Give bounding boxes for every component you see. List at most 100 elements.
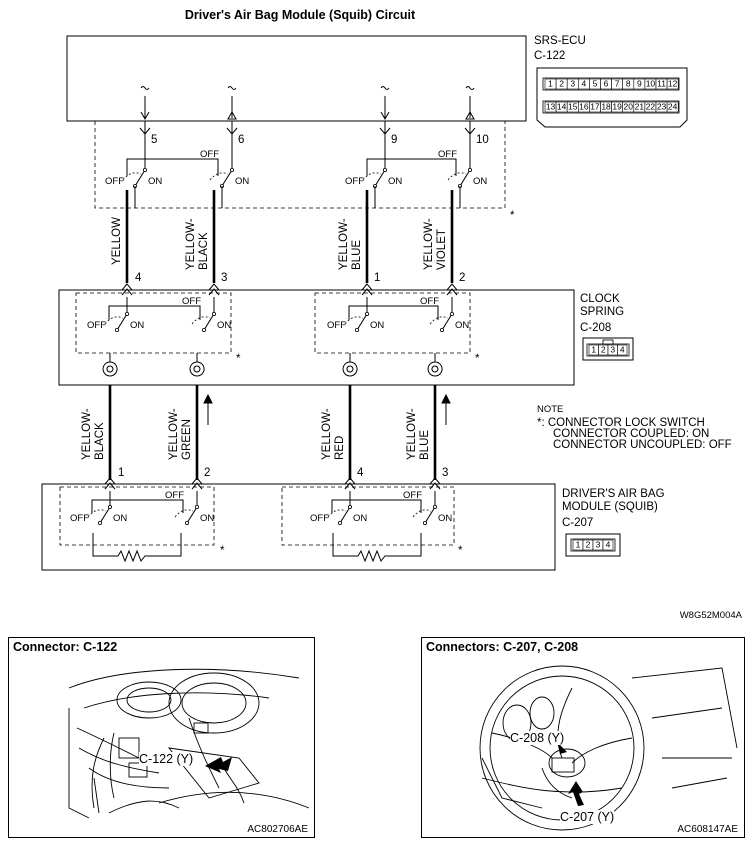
switch-contact (201, 327, 206, 332)
switch-pivot (347, 504, 352, 509)
switch-off-label: OFF (165, 490, 184, 501)
clock-spring-terminal-arrows (121, 283, 458, 296)
pin-number: 7 (615, 79, 620, 89)
squib-connector-label: C-207 (562, 517, 593, 529)
ecu-direction-symbols (140, 110, 475, 121)
photo-right-callout-c207: C-207 (Y) (560, 810, 615, 824)
note-line-1: *: CONNECTOR LOCK SWITCH (537, 417, 705, 429)
switch-pivot (382, 167, 387, 172)
switch-off-label: OFF (310, 513, 329, 524)
switch-travel-arc (174, 509, 194, 518)
wire-yellow-red-2: RED (334, 436, 346, 460)
wire-yellow-black-lower-1: YELLOW- (81, 408, 93, 460)
note-line-3: CONNECTOR UNCOUPLED: OFF (553, 439, 732, 451)
squib-module-box (41, 483, 556, 571)
switch-pivot (194, 504, 199, 509)
photo-panel-c207-c208: Connectors: C-207, C-208 C-208 (Y) C-207… (421, 637, 745, 838)
switch-travel-arc (344, 316, 364, 325)
ecu-lock-switch-enclosure (94, 121, 506, 209)
switch-blade (203, 313, 215, 331)
switch-bus-line (108, 305, 201, 320)
clock-spring-terminal-4: 4 (135, 272, 142, 284)
pin-number: 2 (559, 79, 564, 89)
pin-number: 19 (612, 102, 622, 112)
squib-terminal-1: 1 (118, 467, 124, 479)
wire-yellow-blue-lower-2: BLUE (419, 430, 431, 460)
clock-spring-terminal-1: 1 (374, 272, 380, 284)
pin-number: 9 (637, 79, 642, 89)
clock-spring-lock-enclosure-left (75, 292, 232, 354)
switch-bus-line (348, 305, 439, 320)
pin-number: 5 (593, 79, 598, 89)
switch-travel-arc (191, 316, 211, 325)
pin-number: 2 (601, 345, 606, 355)
pin-cell (666, 78, 679, 90)
pin-number: 15 (568, 102, 578, 112)
ecu-terminal-arrows (139, 121, 476, 150)
figure-code: W8G52M004A (680, 610, 743, 621)
photo-panel-c122: Connector: C-122 C-122 (Y) A (8, 637, 315, 838)
switch-on-label: ON (473, 176, 487, 187)
switch-travel-arc (429, 316, 449, 325)
wire-yellow: YELLOW (111, 217, 123, 265)
switch-blade (424, 506, 436, 524)
switch-pivot (211, 311, 216, 316)
photo-left-code: AC802706AE (247, 824, 308, 835)
switch-on-label: ON (200, 513, 214, 524)
switch-blade (99, 506, 111, 524)
switch-blade (441, 313, 453, 331)
switch-travel-arc (122, 172, 142, 181)
srs-ecu-connector-label: C-122 (534, 50, 565, 62)
switch-pivot (142, 167, 147, 172)
switch-off-label: OFF (420, 296, 439, 307)
clock-spring-label-1: CLOCK (580, 293, 620, 305)
switch-bus-line (126, 158, 219, 176)
squib-terminal-4: 4 (357, 467, 364, 479)
clock-spring-asterisk-left: * (236, 353, 241, 365)
squib-lock-enclosure-left (59, 486, 215, 546)
switch-travel-arc (209, 172, 229, 181)
pin-number: 4 (606, 540, 611, 550)
pin-number: 14 (557, 102, 567, 112)
ecu-terminal-10: 10 (476, 134, 489, 146)
pin-number: 17 (590, 102, 600, 112)
pin-number: 1 (548, 79, 553, 89)
diagram-title: Driver's Air Bag Module (Squib) Circuit (185, 8, 416, 22)
pin-number: 3 (610, 345, 615, 355)
switch-off-label: OFF (200, 149, 219, 160)
squib-asterisk-right: * (458, 545, 463, 557)
switch-pivot (108, 504, 113, 509)
switch-on-label: ON (148, 176, 162, 187)
note-line-2: CONNECTOR COUPLED: ON (553, 428, 709, 440)
pin-number: 12 (668, 79, 678, 89)
wire-yellow-green-2: GREEN (181, 419, 193, 460)
squib-label-2: MODULE (SQUIB) (562, 501, 658, 513)
pin-number: 23 (657, 102, 667, 112)
photo-left-title: Connector: C-122 (13, 640, 118, 654)
squib-asterisk-left: * (220, 545, 225, 557)
switch-off-label: OFF (87, 320, 106, 331)
switch-pivot (364, 311, 369, 316)
current-direction-arrows (203, 393, 451, 425)
upper-wire-harness (125, 190, 454, 283)
switch-on-label: ON (370, 320, 384, 331)
switch-off-label: OFF (438, 149, 457, 160)
squib-terminal-2: 2 (204, 467, 210, 479)
switch-on-label: ON (455, 320, 469, 331)
photo-left-callout: C-122 (Y) (139, 752, 194, 766)
switch-blade (116, 313, 128, 331)
switch-pivot (467, 167, 472, 172)
wire-yellow-black-lower-2: BLACK (94, 422, 106, 460)
wire-yellow-black-upper-1: YELLOW- (185, 218, 197, 270)
c122-pointer-arrow (205, 757, 232, 773)
pin-number: 20 (624, 102, 634, 112)
switch-contact (354, 327, 359, 332)
pin-number: 3 (596, 540, 601, 550)
